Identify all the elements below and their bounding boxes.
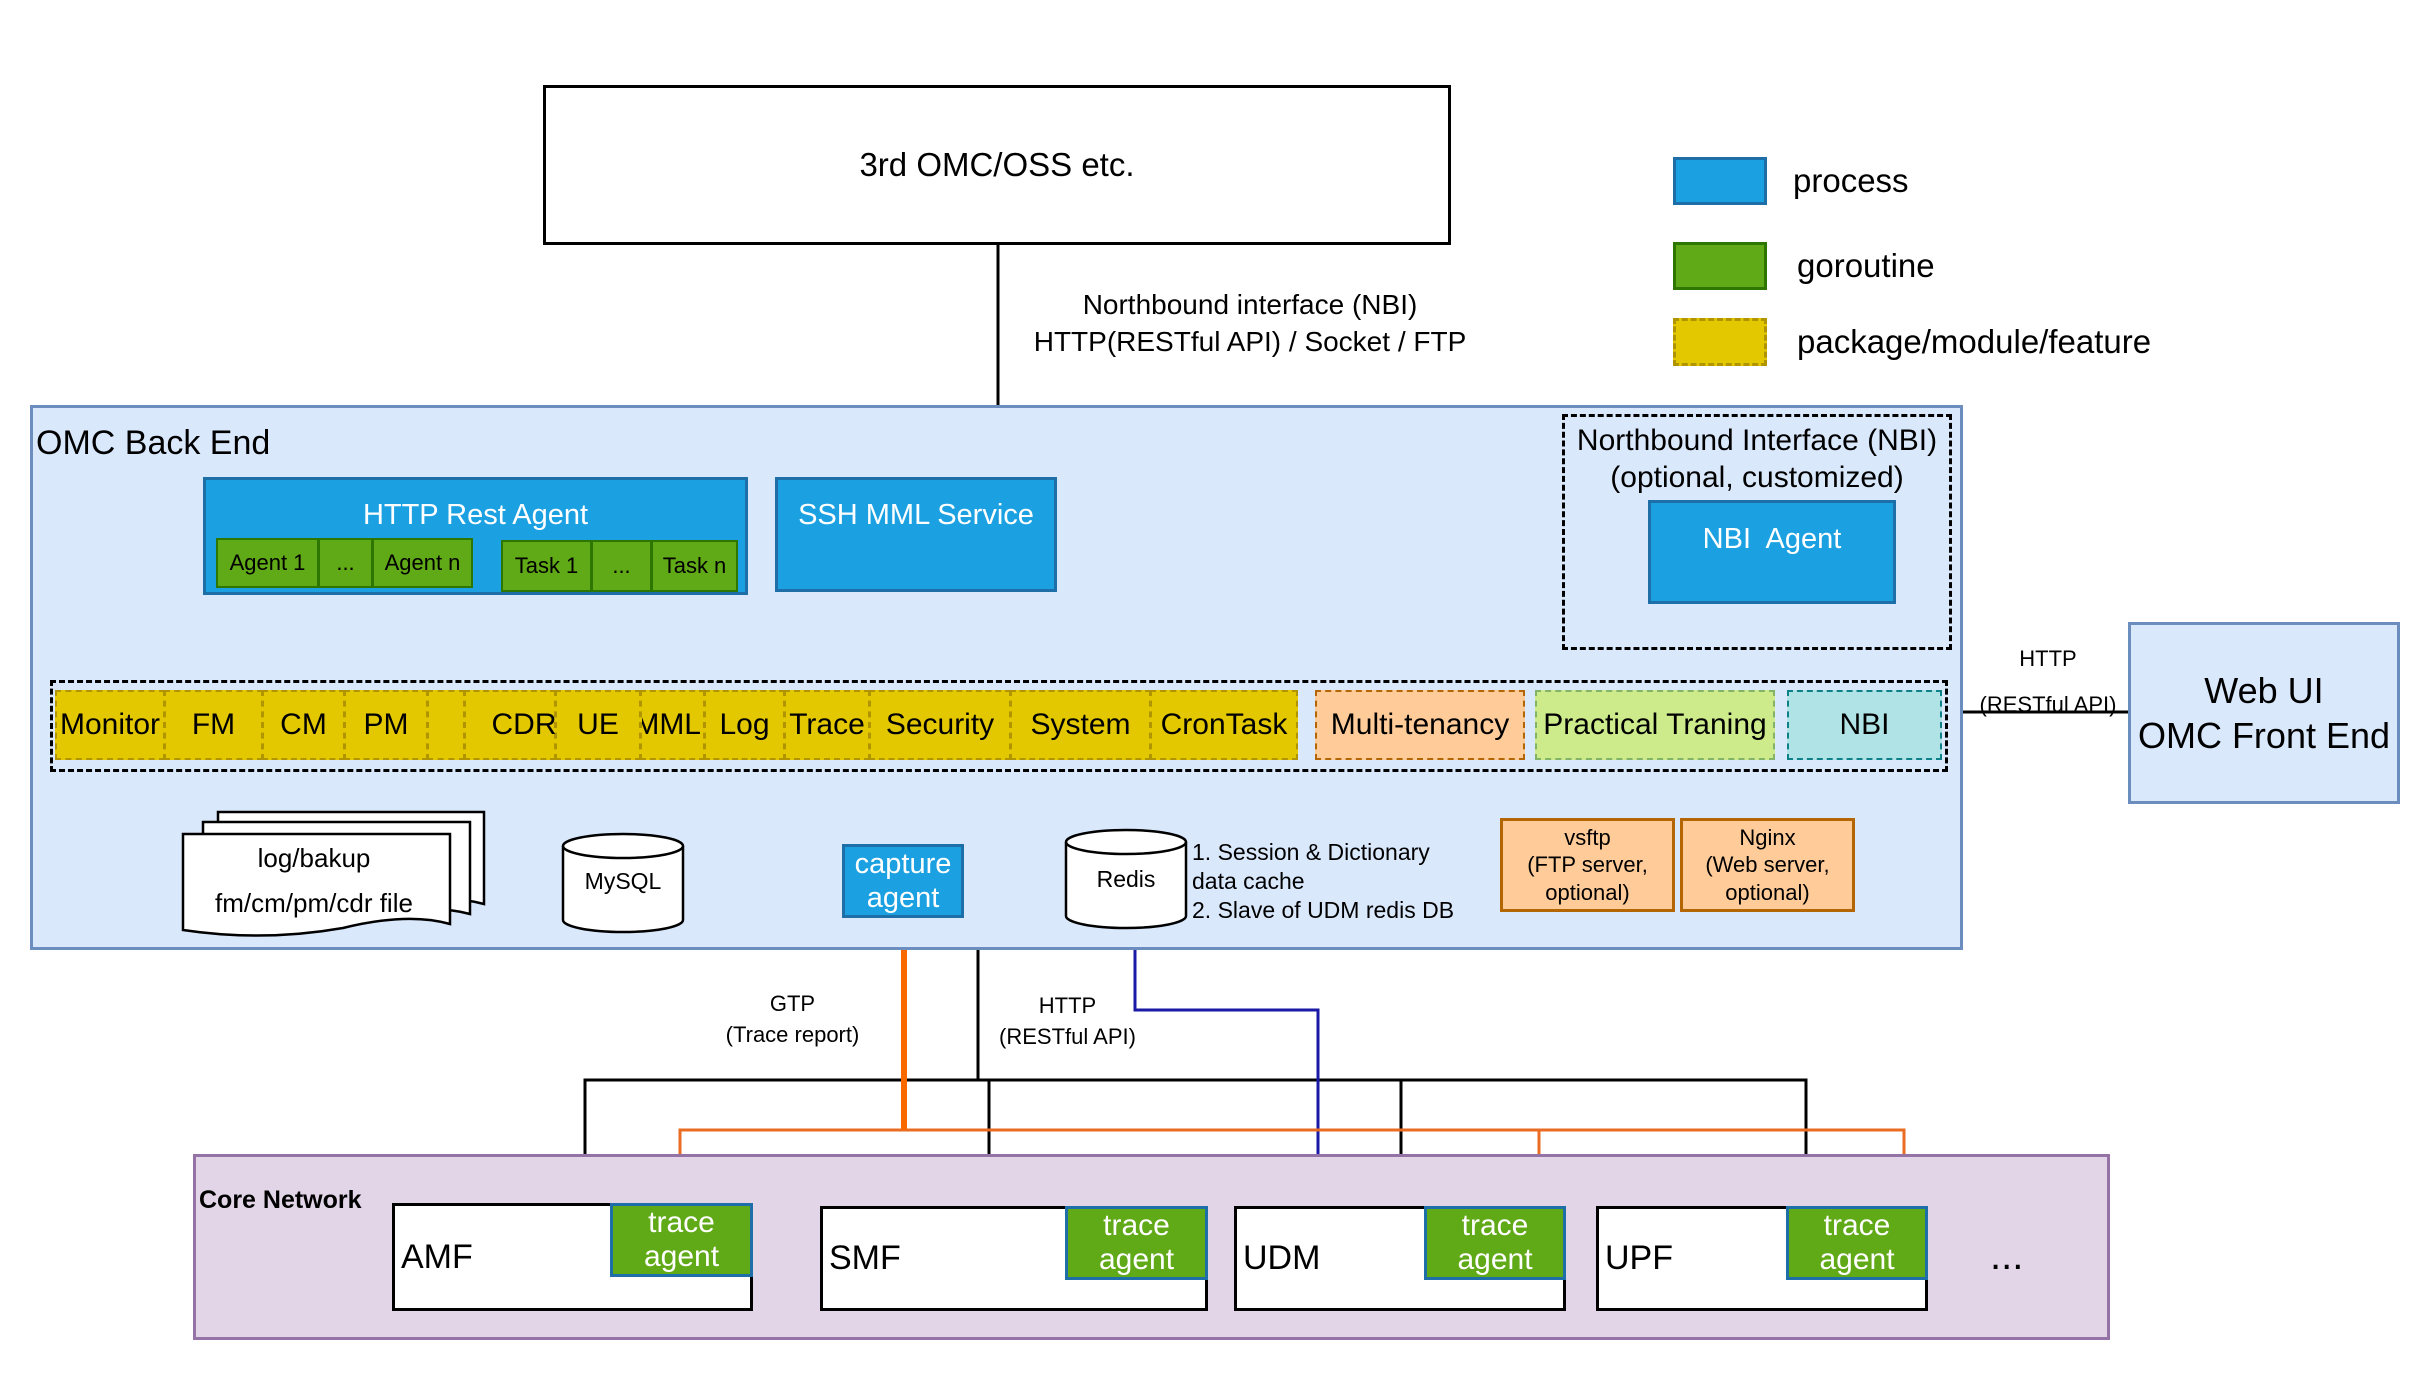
upf-trace-agent: trace agent	[1786, 1206, 1928, 1280]
module-cdr: CDR	[464, 690, 557, 760]
nbi-group-title: Northbound Interface (NBI) (optional, cu…	[1576, 424, 1938, 494]
module-system: System	[1010, 690, 1151, 760]
udm-trace-agent: trace agent	[1424, 1206, 1566, 1280]
redis-database-icon	[1064, 828, 1188, 930]
core-network-title: Core Network	[199, 1186, 362, 1214]
task-1-goroutine: Task 1	[501, 540, 592, 592]
module-multi-tenancy: Multi-tenancy	[1315, 690, 1525, 760]
third-party-omc-label: 3rd OMC/OSS etc.	[859, 146, 1135, 183]
agent-1-goroutine: Agent 1	[216, 538, 319, 588]
module-pm: PM	[344, 690, 428, 760]
mysql-label: MySQL	[584, 868, 662, 894]
http-restful-label: HTTP (RESTful API)	[999, 993, 1136, 1049]
module-log: Log	[704, 690, 785, 760]
more-nfs-ellipsis: ...	[1990, 1234, 2024, 1278]
legend-swatch-process	[1673, 157, 1767, 205]
legend-label-package: package/module/feature	[1797, 323, 2152, 360]
legend-swatch-package	[1673, 318, 1767, 366]
nbi-optional-group	[1562, 414, 1952, 650]
agent-ellipsis-goroutine: ...	[318, 538, 373, 588]
legend-swatch-goroutine	[1673, 242, 1767, 290]
mysql-database-icon	[561, 832, 685, 934]
module-crontask: CronTask	[1150, 690, 1298, 760]
module-practical-training: Practical Traning	[1535, 690, 1775, 760]
module-nbi: NBI	[1787, 690, 1942, 760]
redis-label: Redis	[1096, 866, 1156, 892]
web-ui-front-end: Web UI OMC Front End	[2128, 622, 2400, 804]
module-monitor: Monitor	[55, 690, 165, 760]
smf-trace-agent: trace agent	[1065, 1206, 1208, 1280]
module-ue: UE	[555, 690, 641, 760]
task-ellipsis-goroutine: ...	[591, 540, 652, 592]
nbi-agent: NBI Agent	[1648, 500, 1896, 604]
redis-note: 1. Session & Dictionary data cache 2. Sl…	[1192, 839, 1455, 923]
file-storage-icon	[181, 810, 486, 937]
legend-label-goroutine: goroutine	[1797, 247, 1935, 284]
modules-group	[50, 680, 1948, 772]
nbi-interface-label: Northbound interface (NBI) HTTP(RESTful …	[1033, 289, 1467, 357]
third-party-omc-box: 3rd OMC/OSS etc.	[543, 85, 1451, 245]
module-blank	[427, 690, 465, 760]
module-trace: Trace	[784, 690, 870, 760]
file-storage-label: log/bakup fm/cm/pm/cdr file	[215, 843, 413, 918]
module-fm: FM	[164, 690, 263, 760]
module-mml: MML	[640, 690, 705, 760]
amf-trace-agent: trace agent	[610, 1203, 753, 1277]
nginx-service: Nginx (Web server, optional)	[1680, 818, 1855, 912]
legend-label-process: process	[1793, 162, 1909, 199]
ssh-mml-service: SSH MML Service	[775, 477, 1057, 592]
http-rest-agent-title: HTTP Rest Agent	[362, 499, 589, 531]
task-n-goroutine: Task n	[651, 540, 738, 592]
vsftp-service: vsftp (FTP server, optional)	[1500, 818, 1675, 912]
omc-back-end-title: OMC Back End	[36, 424, 271, 462]
module-security: Security	[869, 690, 1011, 760]
module-cm: CM	[262, 690, 345, 760]
agent-n-goroutine: Agent n	[372, 538, 473, 588]
capture-agent: capture agent	[842, 844, 964, 918]
web-ui-link-label: HTTP (RESTful API)	[1979, 646, 2117, 717]
gtp-trace-report-label: GTP (Trace report)	[725, 991, 860, 1047]
